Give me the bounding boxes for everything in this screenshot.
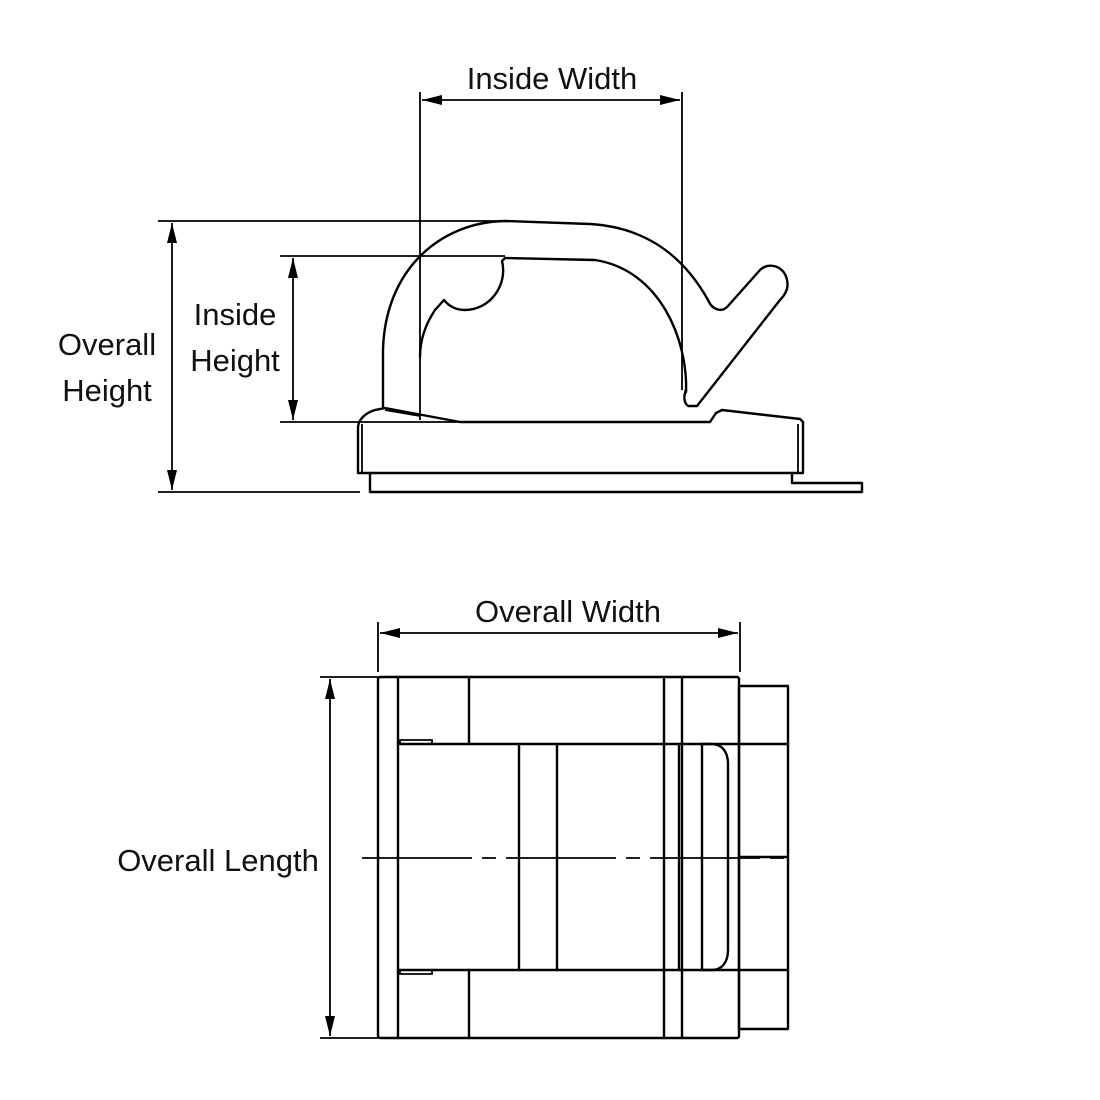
bottom-view-clip xyxy=(362,675,790,1040)
overall-length-dimension: Overall Length xyxy=(117,676,378,1039)
clip-base xyxy=(356,406,805,475)
inside-height-dimension: Inside Height xyxy=(190,255,505,423)
overall-height-dimension: Overall Height xyxy=(58,220,505,493)
overall-width-label: Overall Width xyxy=(475,594,661,629)
side-view-clip xyxy=(356,219,864,494)
overall-length-label: Overall Length xyxy=(117,843,319,878)
inside-width-label: Inside Width xyxy=(467,61,638,96)
inside-width-dimension: Inside Width xyxy=(419,61,683,420)
overall-width-dimension: Overall Width xyxy=(377,594,741,672)
clip-outer-profile xyxy=(381,219,789,409)
overall-height-label-line2: Height xyxy=(62,373,152,408)
inside-height-label-line2: Height xyxy=(190,343,280,378)
clip-adhesive-plate xyxy=(368,471,864,494)
overall-height-label-line1: Overall xyxy=(58,327,156,362)
inside-height-label-line1: Inside xyxy=(194,297,277,332)
clip-inner-profile xyxy=(418,256,688,394)
